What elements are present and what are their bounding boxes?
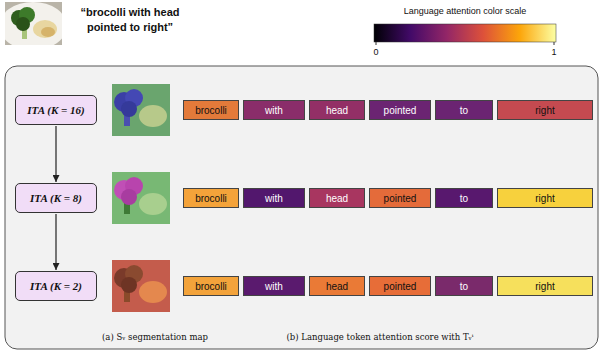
flow-arrow: [55, 126, 56, 182]
segmentation-map: [112, 84, 170, 136]
seg-broccoli: [121, 189, 137, 205]
token-box: pointed: [369, 188, 431, 208]
token-box: with: [243, 100, 305, 120]
token-box: right: [497, 100, 593, 120]
block-label: ITA (K = 2): [30, 280, 82, 292]
token-text: pointed: [384, 193, 417, 204]
token-text: with: [265, 105, 283, 116]
panel-caption: (b) Language token attention score with …: [220, 331, 540, 343]
seg-broccoli: [121, 101, 137, 117]
token-text: head: [326, 281, 348, 292]
token-text: brocolli: [195, 105, 227, 116]
cauliflower: [33, 20, 57, 38]
segmentation-map: [112, 260, 170, 312]
token-text: with: [265, 193, 283, 204]
token-box: right: [497, 188, 593, 208]
scale-tick: [376, 42, 377, 45]
scale-min: 0: [368, 46, 384, 58]
block-label: ITA (K = 16): [27, 104, 84, 116]
token-box: to: [435, 100, 493, 120]
color-bar: [374, 24, 556, 42]
query-text: “brocolli with head pointed to right”: [68, 5, 192, 35]
token-box: pointed: [369, 276, 431, 296]
seg-cauliflower: [139, 193, 167, 215]
token-text: to: [460, 105, 468, 116]
ita-block: ITA (K = 8): [15, 183, 97, 213]
block-label: ITA (K = 8): [30, 192, 82, 204]
token-text: to: [460, 193, 468, 204]
seg-background: [112, 260, 170, 312]
token-box: head: [309, 276, 365, 296]
token-text: to: [460, 281, 468, 292]
cauliflower-shade: [41, 27, 55, 37]
ita-block: ITA (K = 16): [15, 95, 97, 125]
token-box: brocolli: [183, 188, 239, 208]
segmentation-map: [112, 172, 170, 224]
ita-block: ITA (K = 2): [15, 271, 97, 301]
token-box: right: [497, 276, 593, 296]
scale-max: 1: [546, 46, 562, 58]
seg-cauliflower: [139, 281, 167, 303]
seg-background: [112, 84, 170, 136]
token-box: brocolli: [183, 100, 239, 120]
token-box: to: [435, 276, 493, 296]
token-box: with: [243, 188, 305, 208]
token-text: right: [535, 193, 554, 204]
token-box: with: [243, 276, 305, 296]
seg-broccoli: [121, 277, 137, 293]
token-text: right: [535, 281, 554, 292]
token-text: pointed: [384, 105, 417, 116]
token-box: pointed: [369, 100, 431, 120]
seg-cauliflower: [139, 105, 167, 127]
token-text: right: [535, 105, 554, 116]
token-text: pointed: [384, 281, 417, 292]
scale-tick: [554, 42, 555, 45]
token-box: brocolli: [183, 276, 239, 296]
token-box: head: [309, 188, 365, 208]
color-scale: [374, 24, 556, 45]
flow-arrow: [55, 214, 56, 270]
panel: [5, 66, 598, 349]
token-text: brocolli: [195, 193, 227, 204]
panel-caption: (a) Sᵥ segmentation map: [60, 331, 250, 343]
seg-background: [112, 172, 170, 224]
token-text: with: [265, 281, 283, 292]
broccoli-floret: [16, 17, 30, 31]
photo-plate: [5, 2, 62, 45]
scale-title: Language attention color scale: [360, 5, 570, 17]
token-box: head: [309, 100, 365, 120]
input-photo: [5, 2, 62, 45]
token-text: head: [326, 105, 348, 116]
token-text: brocolli: [195, 281, 227, 292]
token-text: head: [326, 193, 348, 204]
token-box: to: [435, 188, 493, 208]
